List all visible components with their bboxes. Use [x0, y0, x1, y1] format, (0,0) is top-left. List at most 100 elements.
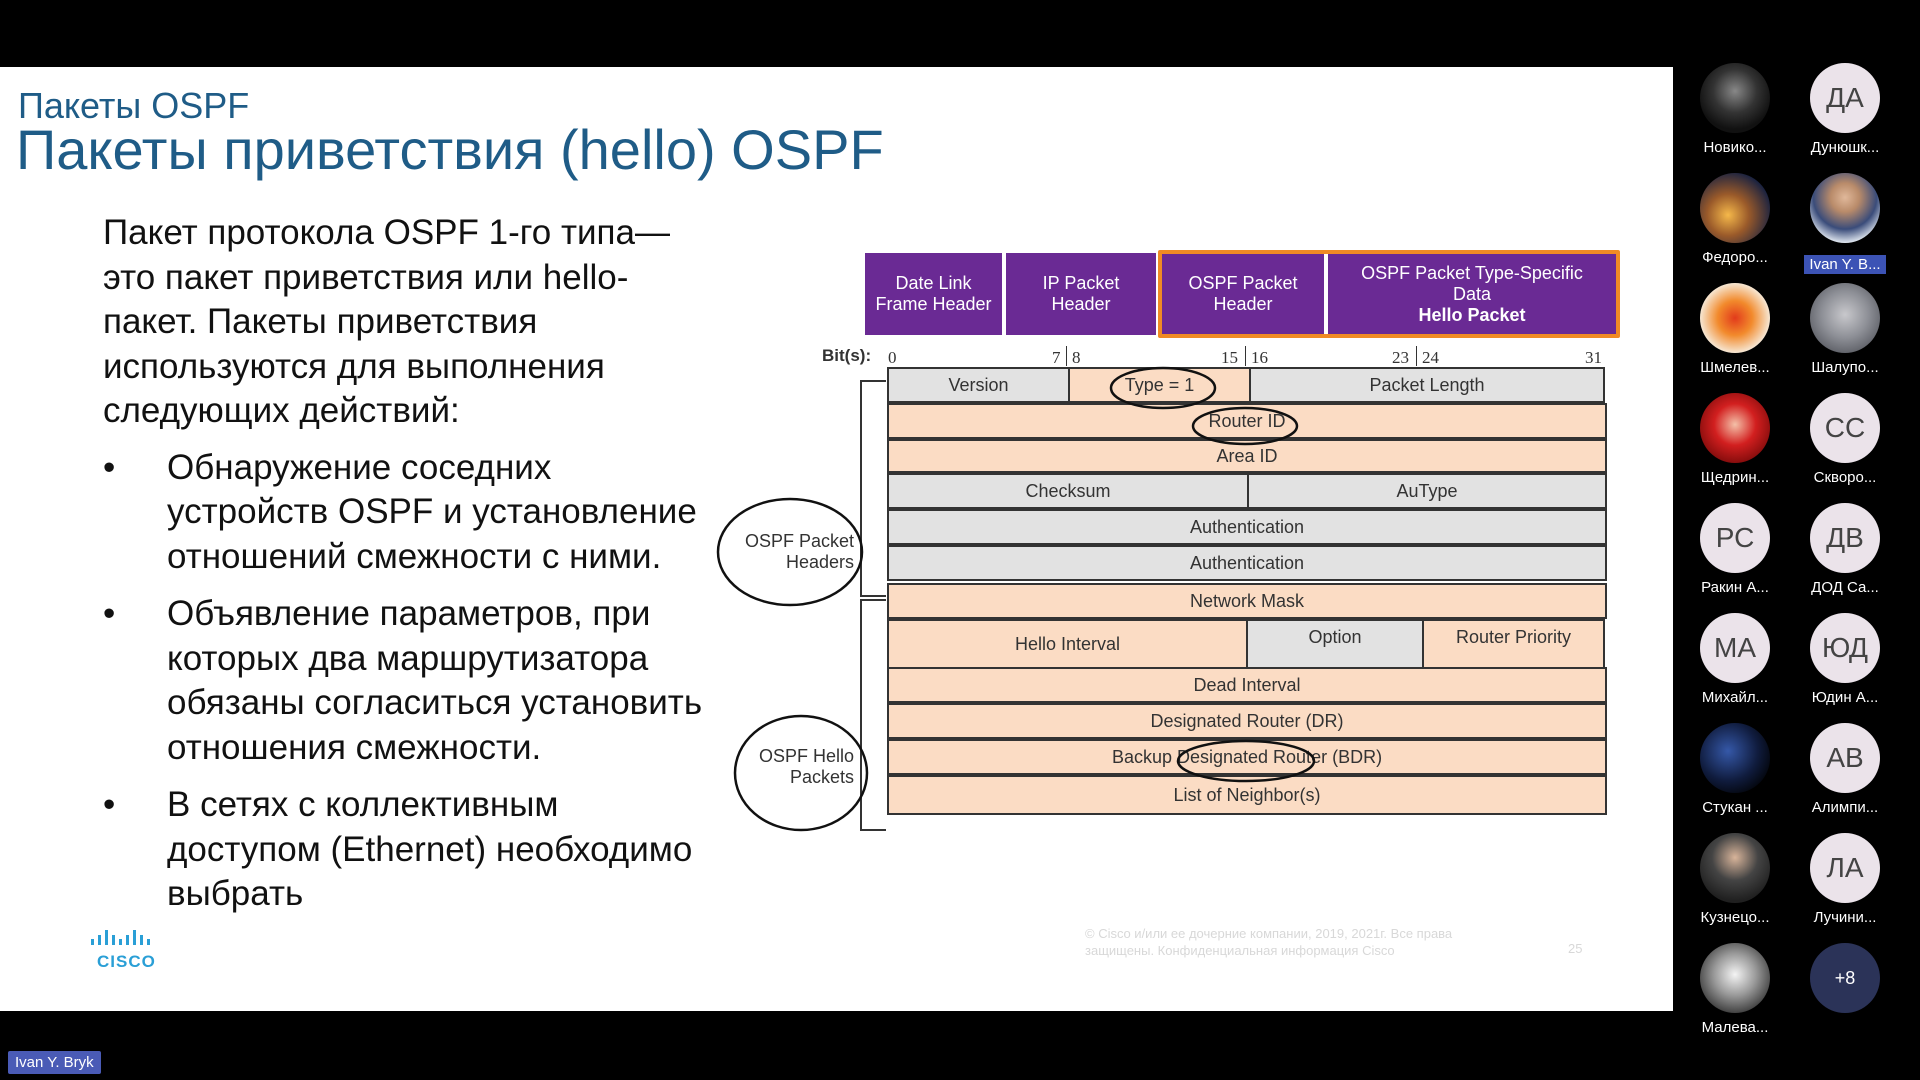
participant-avatar: ДА [1810, 63, 1880, 133]
field-row: Dead Interval [887, 667, 1607, 703]
headers-bracket [860, 380, 886, 597]
participant-tile[interactable]: ДА Дунюшк... [1785, 63, 1905, 156]
field-row: Authentication [887, 509, 1607, 545]
participant-tile[interactable]: Стукан ... [1675, 723, 1795, 816]
bullet-marker: • [103, 594, 116, 633]
participant-avatar [1700, 283, 1770, 353]
highlight-frame [1158, 250, 1620, 338]
field-router-id: Router ID [887, 403, 1607, 439]
participant-tile[interactable]: +8 [1785, 943, 1905, 1013]
participant-tile[interactable]: Малева... [1675, 943, 1795, 1036]
participant-tile[interactable]: ЮД Юдин А... [1785, 613, 1905, 706]
bullet-item: • Объявление параметров, при которых два … [103, 592, 703, 770]
bullet-text: Объявление параметров, при которых два м… [167, 594, 703, 767]
field-backup-designated-router: Backup Designated Router (BDR) [887, 739, 1607, 775]
participant-name: Шалупо... [1811, 359, 1879, 376]
field-option: Option [1246, 619, 1424, 669]
field-packet-length: Packet Length [1249, 367, 1605, 403]
participant-avatar [1700, 833, 1770, 903]
participant-tile[interactable]: МА Михайл... [1675, 613, 1795, 706]
participant-tile[interactable]: Щедрин... [1675, 393, 1795, 486]
participant-name-row: Стукан ... [1675, 799, 1795, 816]
bit-number: 15 [1221, 348, 1238, 367]
participant-tile[interactable]: Шмелев... [1675, 283, 1795, 376]
participant-tile[interactable]: Новико... [1675, 63, 1795, 156]
participant-tile[interactable]: СС Скворо... [1785, 393, 1905, 486]
hello-bracket [860, 599, 886, 831]
participants-panel: Новико...ДА Дунюшк... Федоро... Ivan Y. B..… [1673, 55, 1920, 1036]
field-row: Authentication [887, 545, 1607, 581]
participant-avatar: РС [1700, 503, 1770, 573]
participant-name: Ivan Y. B... [1804, 255, 1886, 274]
field-row: Router ID [887, 403, 1607, 439]
participant-tile[interactable]: Кузнецо... [1675, 833, 1795, 926]
participant-name-row: Юдин А... [1785, 689, 1905, 706]
slide-title: Пакеты приветствия (hello) OSPF [16, 118, 884, 181]
bits-label: Bit(s): [822, 346, 872, 365]
participant-tile[interactable]: Федоро... [1675, 173, 1795, 266]
participant-name-row: Шалупо... [1785, 359, 1905, 376]
participant-name-row: Щедрин... [1675, 469, 1795, 486]
participant-name: Кузнецо... [1700, 909, 1770, 926]
participant-avatar [1700, 173, 1770, 243]
field-network-mask: Network Mask [887, 583, 1607, 619]
participant-tile[interactable]: Ivan Y. B... [1785, 173, 1905, 278]
field-dead-interval: Dead Interval [887, 667, 1607, 703]
participant-name: Алимпи... [1811, 799, 1879, 816]
bit-number: 16 [1251, 348, 1268, 367]
bullet-list: • Обнаружение соседних устройств OSPF и у… [103, 446, 703, 917]
participant-avatar: ЮД [1810, 613, 1880, 683]
bullet-marker: • [103, 447, 116, 487]
participant-tile[interactable]: РС Ракин А... [1675, 503, 1795, 596]
bit-number: 31 [1585, 348, 1602, 367]
packet-field-grid: Version Type = 1 Packet Length Router ID… [887, 367, 1607, 821]
bit-separator [1416, 346, 1417, 366]
more-participants-button[interactable]: +8 [1810, 943, 1880, 1013]
field-row: Version Type = 1 Packet Length [887, 367, 1607, 403]
ospf-header-label: OSPF Packet Header [1188, 273, 1298, 314]
bit-number: 24 [1422, 348, 1439, 367]
participant-avatar [1700, 393, 1770, 463]
bullet-text: Обнаружение соседних устройств OSPF и ус… [167, 447, 697, 576]
participant-name: Малева... [1701, 1019, 1769, 1036]
participant-name: Юдин А... [1811, 689, 1879, 706]
participant-tile[interactable]: Шалупо... [1785, 283, 1905, 376]
field-hello-interval: Hello Interval [887, 619, 1248, 669]
participant-name: Скворо... [1813, 469, 1877, 486]
cisco-bars-icon [91, 930, 150, 945]
participant-avatar [1810, 173, 1880, 243]
datalink-header-label: Date Link Frame Header [875, 273, 992, 314]
field-row: Network Mask [887, 583, 1607, 619]
field-designated-router: Designated Router (DR) [887, 703, 1607, 739]
bit-separator [1066, 346, 1067, 366]
slide-subtitle: Пакеты OSPF [18, 85, 250, 126]
field-authentication: Authentication [887, 545, 1607, 581]
cisco-wordmark: CISCO [97, 952, 156, 971]
field-autype: AuType [1247, 473, 1607, 509]
presentation-slide: Пакеты OSPF Пакеты приветствия (hello) O… [0, 67, 1673, 1011]
bullet-item: •В сетях с коллективным доступом (Ethern… [103, 783, 703, 917]
field-authentication: Authentication [887, 509, 1607, 545]
participant-avatar: СС [1810, 393, 1880, 463]
field-row: List of Neighbor(s) [887, 775, 1607, 815]
bullet-text: В сетях с коллективным доступом (Etherne… [167, 785, 693, 913]
bit-number: 8 [1072, 348, 1081, 367]
participant-name-row: Малева... [1675, 1019, 1795, 1036]
participant-name: Дунюшк... [1810, 139, 1880, 156]
participant-name: Федоро... [1702, 249, 1768, 266]
field-row: Backup Designated Router (BDR) [887, 739, 1607, 775]
bullet-item: • Обнаружение соседних устройств OSPF и у… [103, 446, 703, 580]
participant-avatar [1700, 63, 1770, 133]
participant-tile[interactable]: ЛА Лучини... [1785, 833, 1905, 926]
bit-number: 7 [1052, 348, 1061, 367]
intro-text: Пакет протокола OSPF 1-го типа— это паке… [103, 213, 670, 430]
participant-name-row: Ракин А... [1675, 579, 1795, 596]
participant-name: ДОД Са... [1811, 579, 1879, 596]
participant-avatar: ЛА [1810, 833, 1880, 903]
participant-name-row: Михайл... [1675, 689, 1795, 706]
participant-name-row: Лучини... [1785, 909, 1905, 926]
participant-name: Ракин А... [1701, 579, 1769, 596]
participant-avatar: МА [1700, 613, 1770, 683]
